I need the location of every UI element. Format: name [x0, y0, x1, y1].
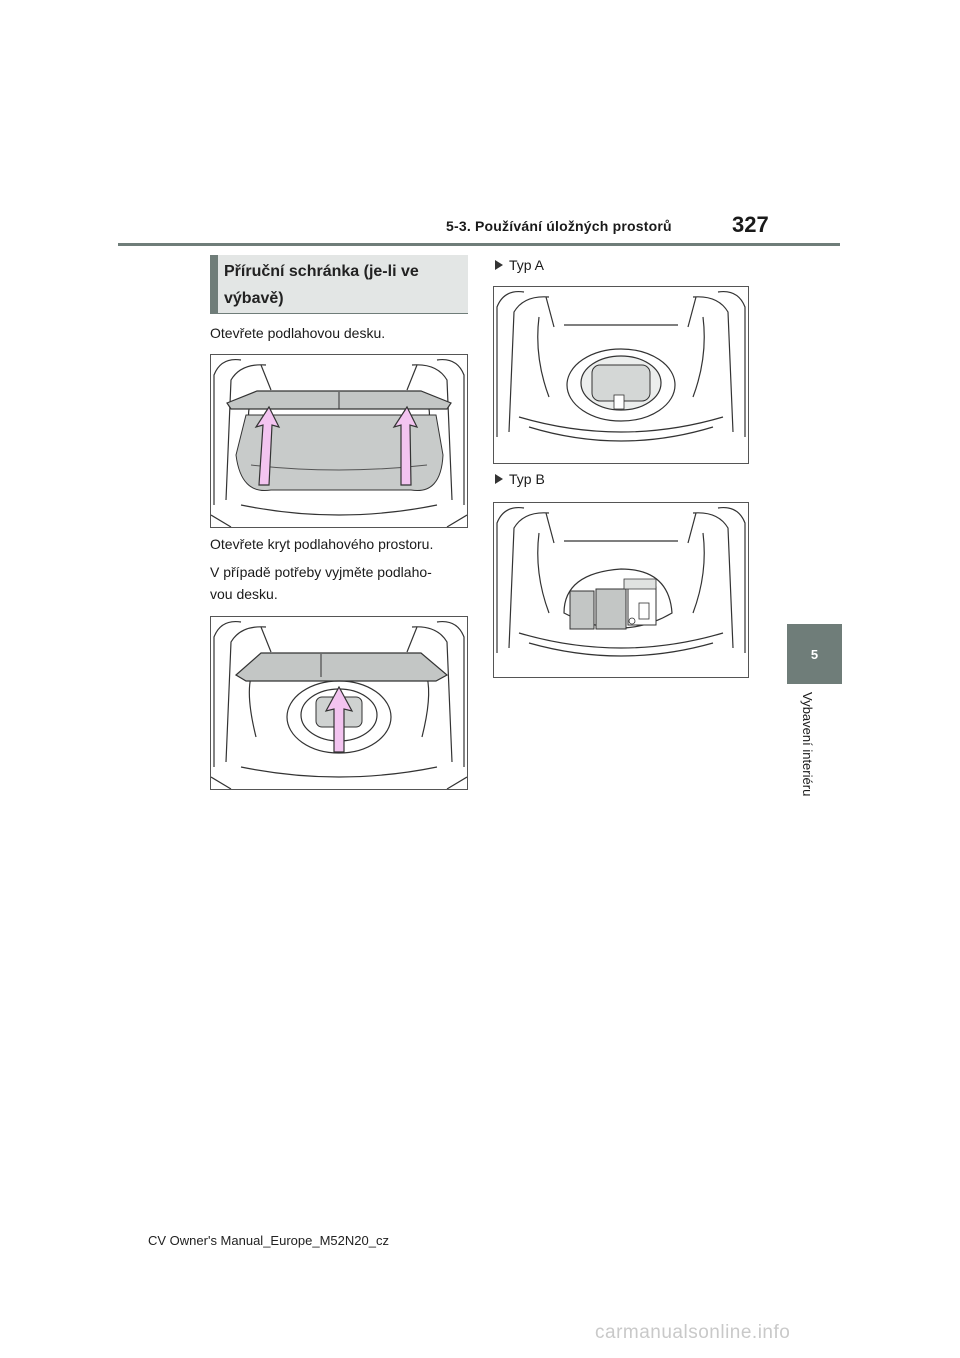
- illustration-open-floor-board: [210, 354, 468, 528]
- chapter-number: 5: [810, 646, 819, 662]
- lift-arrow: [324, 685, 354, 753]
- footer-manual-id: CV Owner's Manual_Europe_M52N20_cz: [148, 1233, 389, 1248]
- instruction-open-floor-board: Otevřete podlahovou desku.: [210, 325, 386, 341]
- floor-board: [234, 652, 449, 682]
- instruction-remove-line-1: V případě potřeby vyjměte podlaho-: [210, 564, 432, 580]
- chapter-title: Vybavení interiéru: [800, 692, 818, 822]
- page-number: 327: [732, 212, 769, 237]
- storage-well: [566, 348, 676, 422]
- type-a-text: Typ A: [509, 257, 545, 273]
- spare-tire-well: [286, 680, 392, 754]
- triangle-bullet-icon: [495, 260, 503, 270]
- section-title-box: Příruční schránka (je-li ve výbavě): [210, 255, 468, 313]
- tool-icon: [613, 394, 625, 410]
- section-title-line-1: Příruční schránka (je-li ve: [224, 263, 419, 280]
- trunk-floor-area: [235, 414, 444, 492]
- type-a-label: Typ A: [495, 257, 544, 273]
- illustration-type-a: [493, 286, 749, 464]
- instruction-remove-floor-board: V případě potřeby vyjměte podlaho- vou d…: [210, 561, 472, 605]
- illustration-open-floor-cover: [210, 616, 468, 790]
- instruction-open-floor-cover: Otevřete kryt podlahového prostoru.: [210, 536, 434, 552]
- chapter-title-text: Vybavení interiéru: [800, 692, 815, 797]
- watermark: carmanualsonline.info: [595, 1322, 791, 1343]
- section-title-rule: [210, 313, 468, 314]
- tray-compartment-left: [569, 590, 595, 630]
- chapter-tab: 5: [787, 624, 842, 684]
- instruction-remove-line-2: vou desku.: [210, 586, 278, 602]
- section-title-line-2: výbavě): [224, 290, 284, 307]
- trunk-outline-lines: [496, 506, 746, 657]
- illustration-type-b: [493, 502, 749, 678]
- header-rule: [118, 243, 840, 246]
- section-heading: 5-3. Používání úložných prostorů: [446, 218, 672, 234]
- lift-arrow-right: [392, 405, 419, 486]
- tray-compartment-middle: [595, 588, 627, 630]
- trunk-outline-lines: [496, 290, 746, 442]
- lift-arrow-left: [254, 405, 281, 486]
- trunk-outline-lines: [211, 358, 467, 527]
- type-b-text: Typ B: [509, 471, 545, 487]
- triangle-bullet-icon: [495, 474, 503, 484]
- type-b-label: Typ B: [495, 471, 545, 487]
